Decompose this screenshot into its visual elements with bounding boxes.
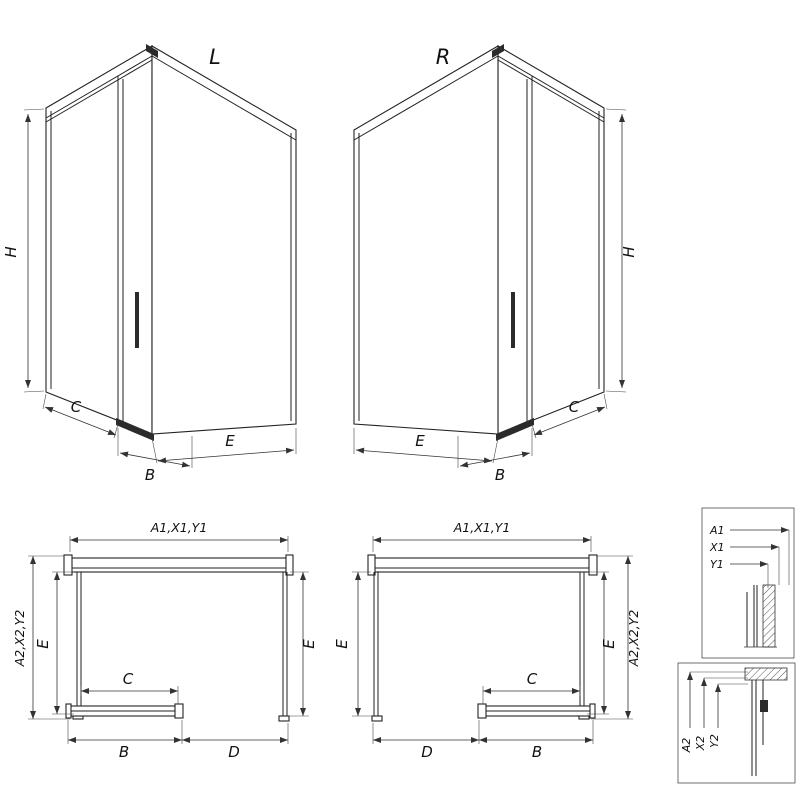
glass-door-panel xyxy=(45,45,153,435)
door-end-profile xyxy=(589,703,596,719)
door-end-profile xyxy=(477,703,487,719)
dim-label-e-left: E xyxy=(333,639,351,649)
detail-box-top: A1 X1 Y1 xyxy=(701,507,795,659)
door-handle xyxy=(135,292,139,348)
fixed-wall-profile xyxy=(370,557,594,573)
dim-line-e xyxy=(157,447,295,464)
wall-end-cap xyxy=(63,554,73,576)
door-end-profile xyxy=(65,703,72,719)
dim-label-h: H xyxy=(620,246,638,257)
dim-label-d: D xyxy=(421,743,433,761)
detail-label-y1: Y1 xyxy=(710,558,724,571)
dim-label-e-inner: E xyxy=(600,639,618,649)
dim-line-b xyxy=(459,451,531,468)
dim-label-e: E xyxy=(225,432,235,450)
iso-view-right: R H C B E xyxy=(353,44,638,484)
glass-door-panel xyxy=(497,45,605,435)
dim-label-e: E xyxy=(415,432,425,450)
detail-label-a2: A2 xyxy=(680,738,693,754)
corner-connector xyxy=(146,44,158,58)
detail-label-x2: X2 xyxy=(694,736,707,752)
extension-line xyxy=(151,437,158,464)
dim-line-e xyxy=(355,447,493,464)
plan-view-left: A1,X1,Y1 C B D E A2,X2,Y2 E xyxy=(12,520,318,761)
door-handle xyxy=(511,292,515,348)
door-end-profile xyxy=(174,703,184,719)
dim-line-b xyxy=(119,451,191,468)
wall-foot-profile xyxy=(371,715,383,722)
extension-line xyxy=(23,390,45,393)
top-track-line xyxy=(45,55,153,119)
corner-connector xyxy=(492,44,504,58)
top-track-line xyxy=(151,55,297,141)
dim-label-h: H xyxy=(2,246,20,257)
dim-label-c: C xyxy=(569,398,580,416)
dim-label-b: B xyxy=(495,466,505,484)
wall-end-cap xyxy=(367,554,376,576)
dim-label-e-right: E xyxy=(300,639,318,649)
top-track-line xyxy=(497,59,605,123)
wall-section-hatch xyxy=(762,584,776,648)
extension-line xyxy=(113,423,119,439)
dim-label-a2: A2,X2,Y2 xyxy=(626,610,641,668)
dim-label-a2: A2,X2,Y2 xyxy=(12,610,27,668)
extension-line xyxy=(605,390,627,393)
door-bottom-rail xyxy=(116,418,154,441)
handle-section-block xyxy=(760,700,768,712)
variant-label-left: L xyxy=(209,45,221,69)
dim-line-c xyxy=(44,406,117,436)
top-track-line xyxy=(45,59,153,123)
dim-label-b: B xyxy=(119,743,129,761)
top-track-line xyxy=(353,55,499,141)
detail-label-y2: Y2 xyxy=(708,734,721,748)
detail-frame xyxy=(677,662,796,784)
dim-label-c: C xyxy=(123,670,134,688)
dim-label-b: B xyxy=(145,466,155,484)
detail-label-a1: A1 xyxy=(709,524,725,537)
wall-end-cap xyxy=(588,554,598,576)
dim-line-c xyxy=(533,406,606,436)
wall-section-hatch xyxy=(744,667,788,681)
dim-label-d: D xyxy=(228,743,240,761)
dim-label-e-inner: E xyxy=(34,639,52,649)
detail-box-bottom: A2 X2 Y2 xyxy=(677,662,796,784)
wall-foot-profile xyxy=(278,715,290,722)
plan-view-right: A1,X1,Y1 C D B E E A2,X2,Y2 xyxy=(333,520,641,761)
detail-frame xyxy=(701,507,795,659)
extension-line xyxy=(42,393,47,410)
dim-label-a1: A1,X1,Y1 xyxy=(150,520,208,535)
extension-line xyxy=(605,108,627,111)
door-bottom-rail xyxy=(496,418,534,441)
dim-label-c: C xyxy=(71,398,82,416)
extension-line xyxy=(603,393,608,410)
fixed-wall-profile xyxy=(67,557,291,573)
extension-line xyxy=(23,108,45,111)
detail-label-x1: X1 xyxy=(709,541,725,554)
dim-label-b: B xyxy=(532,743,542,761)
top-track-line xyxy=(497,55,605,119)
variant-label-right: R xyxy=(436,45,451,69)
glass-side-panel xyxy=(353,45,499,435)
extension-line xyxy=(531,423,537,439)
glass-side-panel xyxy=(151,45,297,435)
iso-view-left: L H C B E xyxy=(2,44,297,484)
dim-label-c: C xyxy=(527,670,538,688)
wall-end-cap xyxy=(285,554,294,576)
extension-line xyxy=(492,437,499,464)
dim-label-a1: A1,X1,Y1 xyxy=(453,520,511,535)
